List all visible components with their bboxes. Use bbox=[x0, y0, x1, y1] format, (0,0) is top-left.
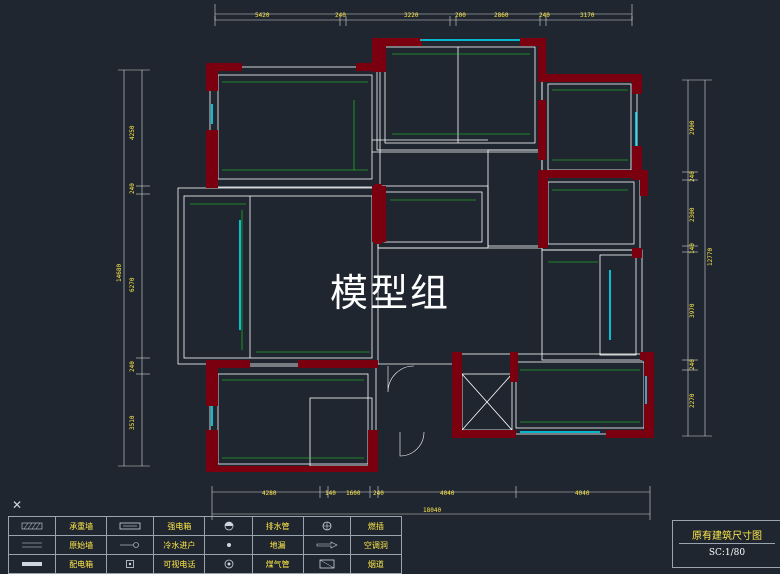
dim-bottom-total: 18040 bbox=[423, 507, 441, 514]
dim-right-total: 12770 bbox=[707, 248, 714, 266]
gas-pipe-icon bbox=[204, 554, 253, 574]
left-dimension-chain bbox=[118, 69, 150, 467]
drawing-title: 原有建筑尺寸图 bbox=[692, 531, 762, 542]
close-icon[interactable]: ✕ bbox=[12, 498, 23, 512]
ac-hole-arrow-icon bbox=[302, 535, 351, 555]
load-bearing-walls bbox=[206, 38, 654, 472]
legend-label: 配电箱 bbox=[55, 554, 108, 574]
dim-top-7: 3170 bbox=[580, 12, 595, 19]
dim-top-4: 200 bbox=[455, 12, 466, 19]
dim-bottom-6: 4040 bbox=[575, 490, 590, 497]
electric-box-icon bbox=[106, 516, 155, 536]
dim-right-3: 2300 bbox=[689, 207, 696, 222]
legend-label: 煤气管 bbox=[251, 554, 304, 574]
legend-label: 承重墙 bbox=[55, 516, 108, 536]
dim-right-6: 240 bbox=[689, 359, 696, 370]
dim-bottom-3: 1600 bbox=[346, 490, 361, 497]
hatch-icon bbox=[7, 516, 57, 536]
legend-label: 可视电话 bbox=[153, 554, 206, 574]
dim-left-1: 4250 bbox=[129, 125, 136, 140]
original-wall-icon bbox=[7, 535, 57, 555]
bottom-dimension-labels: 4280 140 1600 240 4040 4040 18040 bbox=[262, 490, 590, 514]
right-dimension-labels: 2900 240 2300 140 3970 240 2270 12770 bbox=[689, 120, 714, 408]
dim-right-1: 2900 bbox=[689, 120, 696, 135]
legend-row: 配电箱 可视电话 煤气管 烟道 bbox=[7, 554, 403, 574]
water-inlet-icon bbox=[106, 535, 155, 555]
legend-row: 承重墙 强电箱 排水管 燃插 bbox=[7, 516, 403, 536]
dim-bottom-1: 4280 bbox=[262, 490, 277, 497]
bottom-dimension-chain bbox=[211, 486, 651, 520]
drawing-scale: SC:1/80 bbox=[708, 548, 746, 558]
title-block: 原有建筑尺寸图 SC:1/80 bbox=[672, 520, 780, 568]
windows bbox=[211, 39, 647, 433]
drain-pipe-icon bbox=[204, 516, 253, 536]
dim-top-6: 240 bbox=[539, 12, 550, 19]
right-dimension-chain bbox=[682, 79, 712, 437]
legend-label: 地漏 bbox=[251, 535, 304, 555]
distribution-box-icon bbox=[7, 554, 57, 574]
dim-bottom-4: 240 bbox=[373, 490, 384, 497]
dim-top-5: 2860 bbox=[494, 12, 509, 19]
dim-top-1: 5420 bbox=[255, 12, 270, 19]
legend-row: 原始墙 冷水进户 地漏 空调洞 bbox=[7, 535, 403, 555]
title-divider bbox=[679, 543, 775, 544]
top-dimension-labels: 5420 240 3220 200 2860 240 3170 bbox=[255, 12, 595, 19]
legend-label: 烟道 bbox=[349, 554, 403, 574]
dim-top-2: 240 bbox=[335, 12, 346, 19]
floor-drain-icon bbox=[204, 535, 253, 555]
legend-label: 原始墙 bbox=[55, 535, 108, 555]
room-outlines bbox=[177, 39, 653, 471]
gas-socket-icon bbox=[302, 516, 351, 536]
dim-right-7: 2270 bbox=[689, 393, 696, 408]
legend-label: 冷水进户 bbox=[153, 535, 206, 555]
dim-bottom-2: 140 bbox=[325, 490, 336, 497]
legend-label: 强电箱 bbox=[153, 516, 206, 536]
legend-label: 空调洞 bbox=[349, 535, 403, 555]
doors bbox=[387, 365, 425, 457]
annotations bbox=[190, 53, 640, 459]
dim-bottom-5: 4040 bbox=[440, 490, 455, 497]
legend-label: 燃插 bbox=[349, 516, 403, 536]
legend-label: 排水管 bbox=[251, 516, 304, 536]
legend-table: 承重墙 强电箱 排水管 燃插 原始墙 冷水进户 bbox=[7, 516, 403, 574]
dim-left-2: 240 bbox=[129, 183, 136, 194]
dim-left-total: 14680 bbox=[116, 264, 123, 282]
dim-right-4: 140 bbox=[689, 243, 696, 254]
top-dimension-chain bbox=[214, 4, 633, 26]
dim-left-4: 240 bbox=[129, 361, 136, 372]
watermark-text: 模型组 bbox=[330, 271, 451, 315]
dim-right-2: 240 bbox=[689, 171, 696, 182]
dim-top-3: 3220 bbox=[404, 12, 419, 19]
left-dimension-labels: 4250 240 6270 240 3510 14680 bbox=[116, 125, 136, 430]
video-phone-icon bbox=[106, 554, 155, 574]
dim-left-3: 6270 bbox=[129, 277, 136, 292]
flue-icon bbox=[302, 554, 351, 574]
dim-right-5: 3970 bbox=[689, 303, 696, 318]
dim-left-5: 3510 bbox=[129, 415, 136, 430]
